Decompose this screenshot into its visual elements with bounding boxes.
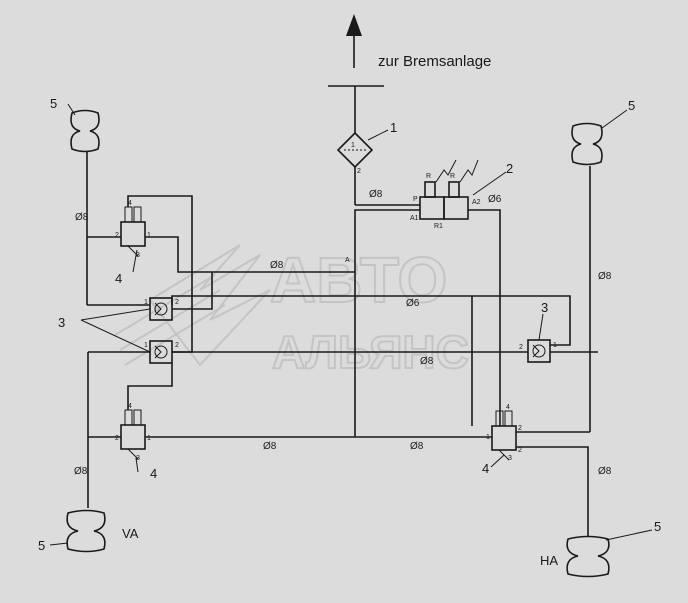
cv1-port-2: 2: [175, 299, 179, 306]
v4a-port-3: 3: [136, 252, 140, 259]
valve-port-r1: R1: [434, 223, 443, 230]
pipe-label-cross-line: Ø8: [420, 356, 434, 367]
pipe-port-a: A: [345, 257, 350, 264]
level-valve: [419, 159, 479, 220]
valve-port-r-right: R: [450, 173, 455, 180]
pipe-label-right-lower: Ø8: [598, 466, 612, 477]
filter-port-2: 2: [357, 168, 361, 175]
pipe-label-middle-line: Ø6: [406, 298, 420, 309]
valve-4-right: [491, 410, 517, 461]
title-label: zur Bremsanlage: [378, 53, 491, 70]
callout-3-left: 3: [58, 315, 65, 330]
watermark-line1: АВТО: [270, 244, 447, 316]
v4c-port-4: 4: [506, 404, 510, 411]
supply-arrow: [346, 14, 362, 68]
watermark: АВТО АЛЬЯНС: [114, 243, 470, 379]
callout-5-top-left: 5: [50, 96, 57, 111]
axle-label-front: VA: [122, 526, 139, 541]
v4b-port-3: 3: [136, 455, 140, 462]
v4c-port-2b: 2: [518, 447, 522, 454]
callout-leaders: [49, 103, 653, 546]
air-spring-front-left-bottom: [66, 509, 106, 553]
pipe-label-bottom-left: Ø8: [263, 441, 277, 452]
pipe-label-upper-line: Ø8: [270, 260, 284, 271]
callout-2: 2: [506, 161, 513, 176]
valve-4-top-left: [120, 206, 146, 257]
valve-port-a2: A2: [472, 199, 481, 206]
valve-port-p: P: [413, 196, 418, 203]
callout-5-bottom-right: 5: [654, 519, 661, 534]
filter-port-1: 1: [351, 142, 355, 149]
valve-4-bottom-left: [120, 409, 146, 460]
v4c-port-2a: 2: [518, 425, 522, 432]
callout-5-bottom-left: 5: [38, 538, 45, 553]
air-spring-rear-right-bottom: [566, 535, 610, 578]
valve-port-r-left: R: [426, 173, 431, 180]
v4a-port-1: 1: [147, 232, 151, 239]
cv2-port-2: 2: [175, 342, 179, 349]
axle-label-rear: HA: [540, 553, 558, 568]
callout-1: 1: [390, 120, 397, 135]
check-valve-right: [527, 339, 551, 363]
pipe-label-supply: Ø8: [369, 189, 383, 200]
pipe-label-a2: Ø6: [488, 194, 502, 205]
air-spring-front-left-top: [70, 109, 100, 153]
callout-4-bottom-left: 4: [150, 466, 157, 481]
pipe-label-left-upper: Ø8: [75, 212, 89, 223]
callout-3-right: 3: [541, 300, 548, 315]
v4a-port-4: 4: [128, 200, 132, 207]
v4c-port-3: 3: [508, 455, 512, 462]
pipe-label-bottom-right: Ø8: [410, 441, 424, 452]
callout-5-top-right: 5: [628, 98, 635, 113]
callout-4-right: 4: [482, 461, 489, 476]
valve-port-a1: A1: [410, 215, 419, 222]
air-spring-rear-right-top: [571, 122, 603, 166]
v4b-port-1: 1: [147, 435, 151, 442]
v4a-port-2: 2: [115, 232, 119, 239]
pipe-label-right-upper: Ø8: [598, 271, 612, 282]
cv2-port-1: 1: [144, 342, 148, 349]
cv1-port-1: 1: [144, 299, 148, 306]
check-valve-upper-left: [149, 297, 173, 321]
pipe-label-left-lower: Ø8: [74, 466, 88, 477]
pipework: [86, 152, 598, 536]
v4b-port-2: 2: [115, 435, 119, 442]
v4b-port-4: 4: [128, 403, 132, 410]
callout-4-top-left: 4: [115, 271, 122, 286]
cv3-port-2: 2: [519, 344, 523, 351]
filter-component: [328, 85, 384, 205]
